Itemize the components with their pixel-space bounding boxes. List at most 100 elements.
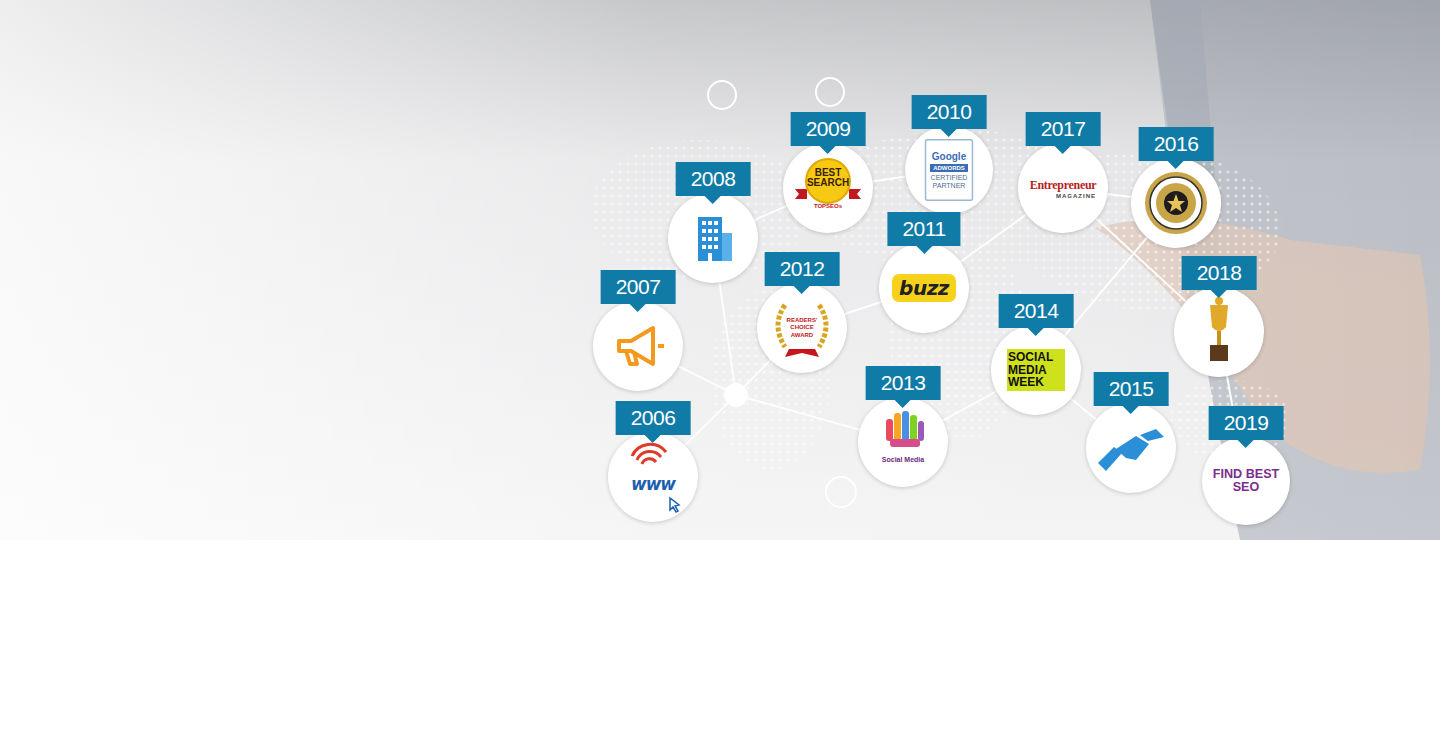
tag-pointer bbox=[1055, 146, 1071, 154]
tag-pointer bbox=[1168, 161, 1184, 169]
year-label: 2018 bbox=[1197, 261, 1242, 285]
year-label: 2010 bbox=[927, 100, 972, 124]
banner-ground bbox=[0, 0, 1440, 540]
year-tag: 2009 bbox=[791, 112, 866, 146]
timeline-circle: EntrepreneurMAGAZINE2017 bbox=[1018, 143, 1108, 233]
logo-text: ADWORDS bbox=[930, 164, 968, 172]
circle-content: EntrepreneurMAGAZINE bbox=[1018, 143, 1108, 233]
year-label: 2011 bbox=[902, 217, 945, 241]
circle-content: www bbox=[608, 432, 698, 522]
year-tag: 2008 bbox=[676, 162, 751, 196]
tag-pointer bbox=[1211, 290, 1227, 298]
logo-text: READERS' CHOICE AWARD bbox=[783, 317, 821, 339]
timeline-circle: 2007 bbox=[593, 301, 683, 391]
year-label: 2019 bbox=[1224, 411, 1269, 435]
timeline-circle: BEST SEARCHTOPSEOs2009 bbox=[783, 143, 873, 233]
year-tag: 2013 bbox=[866, 366, 941, 400]
year-label: 2013 bbox=[881, 371, 926, 395]
year-tag: 2006 bbox=[616, 401, 691, 435]
logo-text: TOPSEOs bbox=[814, 203, 842, 209]
year-label: 2006 bbox=[631, 406, 676, 430]
timeline-circle: 2015 bbox=[1086, 403, 1176, 493]
year-label: 2012 bbox=[780, 257, 825, 281]
tag-pointer bbox=[794, 286, 810, 294]
year-label: 2007 bbox=[616, 275, 661, 299]
connector-line bbox=[754, 206, 786, 220]
circle-content: buzz bbox=[879, 243, 969, 333]
logo-text: www bbox=[631, 474, 675, 494]
year-label: 2017 bbox=[1041, 117, 1086, 141]
logo-text: Entrepreneur bbox=[1030, 178, 1097, 193]
page-ground bbox=[0, 540, 1440, 750]
year-tag: 2019 bbox=[1209, 406, 1284, 440]
tag-pointer bbox=[941, 129, 957, 137]
deco-ring bbox=[816, 78, 844, 106]
timeline-circle: 2016 bbox=[1131, 158, 1221, 248]
year-label: 2014 bbox=[1014, 299, 1059, 323]
tag-pointer bbox=[1123, 406, 1139, 414]
logo-icon bbox=[858, 397, 948, 487]
year-label: 2009 bbox=[806, 117, 851, 141]
connector-line bbox=[873, 177, 906, 182]
year-label: 2008 bbox=[691, 167, 736, 191]
logo-text: FIND BEST SEO bbox=[1208, 468, 1284, 493]
logo-icon bbox=[1086, 403, 1176, 493]
logo-text: MAGAZINE bbox=[1056, 193, 1096, 199]
circle-content: SOCIAL MEDIA WEEK bbox=[991, 325, 1081, 415]
connector-line bbox=[1108, 194, 1132, 197]
logo-text: CERTIFIED PARTNER bbox=[927, 174, 971, 189]
logo-icon bbox=[668, 193, 758, 283]
tag-pointer bbox=[916, 246, 932, 254]
circle-content bbox=[593, 301, 683, 391]
timeline-circle: Social Media2013 bbox=[858, 397, 948, 487]
logo-icon bbox=[1131, 158, 1221, 248]
year-tag: 2017 bbox=[1026, 112, 1101, 146]
timeline-circle: 2018 bbox=[1174, 287, 1264, 377]
circle-content bbox=[1131, 158, 1221, 248]
year-label: 2016 bbox=[1154, 132, 1199, 156]
connector-line bbox=[1071, 399, 1096, 420]
timeline-circle: buzz2011 bbox=[879, 243, 969, 333]
year-tag: 2018 bbox=[1182, 256, 1257, 290]
deco-ring bbox=[708, 81, 736, 109]
tag-pointer bbox=[645, 435, 661, 443]
year-tag: 2015 bbox=[1094, 372, 1169, 406]
circle-content bbox=[1086, 403, 1176, 493]
banner-fade bbox=[0, 0, 1440, 540]
logo-text: SOCIAL MEDIA WEEK bbox=[1008, 351, 1064, 389]
circle-content: READERS' CHOICE AWARD bbox=[757, 283, 847, 373]
logo-text: buzz bbox=[899, 276, 949, 300]
tag-pointer bbox=[820, 146, 836, 154]
circle-content: Social Media bbox=[858, 397, 948, 487]
year-tag: 2016 bbox=[1139, 127, 1214, 161]
timeline-circle: FIND BEST SEO2019 bbox=[1202, 437, 1290, 525]
circle-content: GoogleADWORDSCERTIFIED PARTNER bbox=[905, 126, 993, 214]
year-tag: 2007 bbox=[601, 270, 676, 304]
connector-line bbox=[961, 214, 1027, 261]
timeline-circle: www2006 bbox=[608, 432, 698, 522]
timeline-circle: 2008 bbox=[668, 193, 758, 283]
connector-line bbox=[943, 391, 997, 420]
connector-line bbox=[845, 302, 881, 314]
year-label: 2015 bbox=[1109, 377, 1154, 401]
deco-ring bbox=[826, 477, 856, 507]
tag-pointer bbox=[705, 196, 721, 204]
hub-dot bbox=[724, 383, 748, 407]
logo-text: BEST SEARCH bbox=[805, 168, 851, 189]
year-tag: 2014 bbox=[999, 294, 1074, 328]
circle-content bbox=[668, 193, 758, 283]
circle-content bbox=[1174, 287, 1264, 377]
tag-pointer bbox=[1028, 328, 1044, 336]
year-tag: 2010 bbox=[912, 95, 987, 129]
timeline-circle: READERS' CHOICE AWARD2012 bbox=[757, 283, 847, 373]
year-tag: 2011 bbox=[887, 212, 960, 246]
tag-pointer bbox=[630, 304, 646, 312]
logo-icon bbox=[1174, 287, 1264, 377]
tag-pointer bbox=[1238, 440, 1254, 448]
timeline-circle: GoogleADWORDSCERTIFIED PARTNER2010 bbox=[905, 126, 993, 214]
year-tag: 2012 bbox=[765, 252, 840, 286]
connector-line bbox=[1065, 238, 1147, 336]
circle-content: BEST SEARCH TOPSEOs bbox=[783, 143, 873, 233]
logo-icon bbox=[593, 301, 683, 391]
